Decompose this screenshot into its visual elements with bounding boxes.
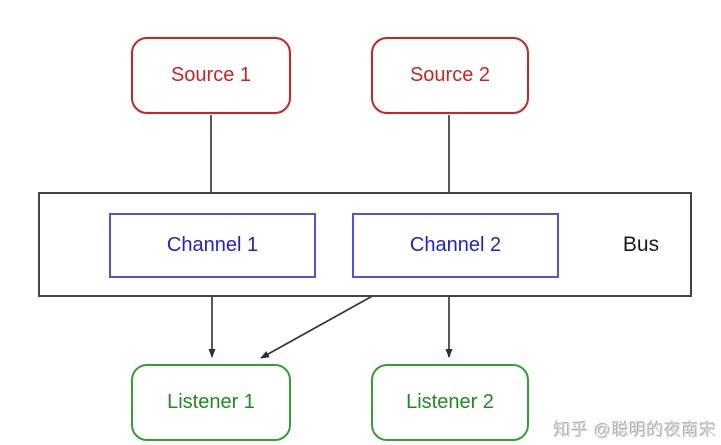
node-channel-2-label: Channel 2 bbox=[409, 234, 502, 256]
node-listener-1-label: Listener 1 bbox=[167, 391, 255, 413]
node-source-1: Source 1 bbox=[131, 37, 291, 114]
node-channel-2: Channel 2 bbox=[352, 213, 559, 278]
node-listener-1: Listener 1 bbox=[131, 364, 291, 441]
node-channel-1-label: Channel 1 bbox=[166, 234, 259, 256]
bus-label: Bus bbox=[622, 232, 660, 256]
zhihu-watermark: 知乎 @聪明的夜南宋 bbox=[554, 421, 717, 440]
node-channel-1: Channel 1 bbox=[109, 213, 316, 278]
node-listener-2-label: Listener 2 bbox=[406, 391, 494, 413]
node-listener-2: Listener 2 bbox=[371, 364, 529, 441]
node-source-1-label: Source 1 bbox=[170, 64, 252, 86]
node-source-2: Source 2 bbox=[371, 37, 529, 114]
node-source-2-label: Source 2 bbox=[409, 64, 491, 86]
